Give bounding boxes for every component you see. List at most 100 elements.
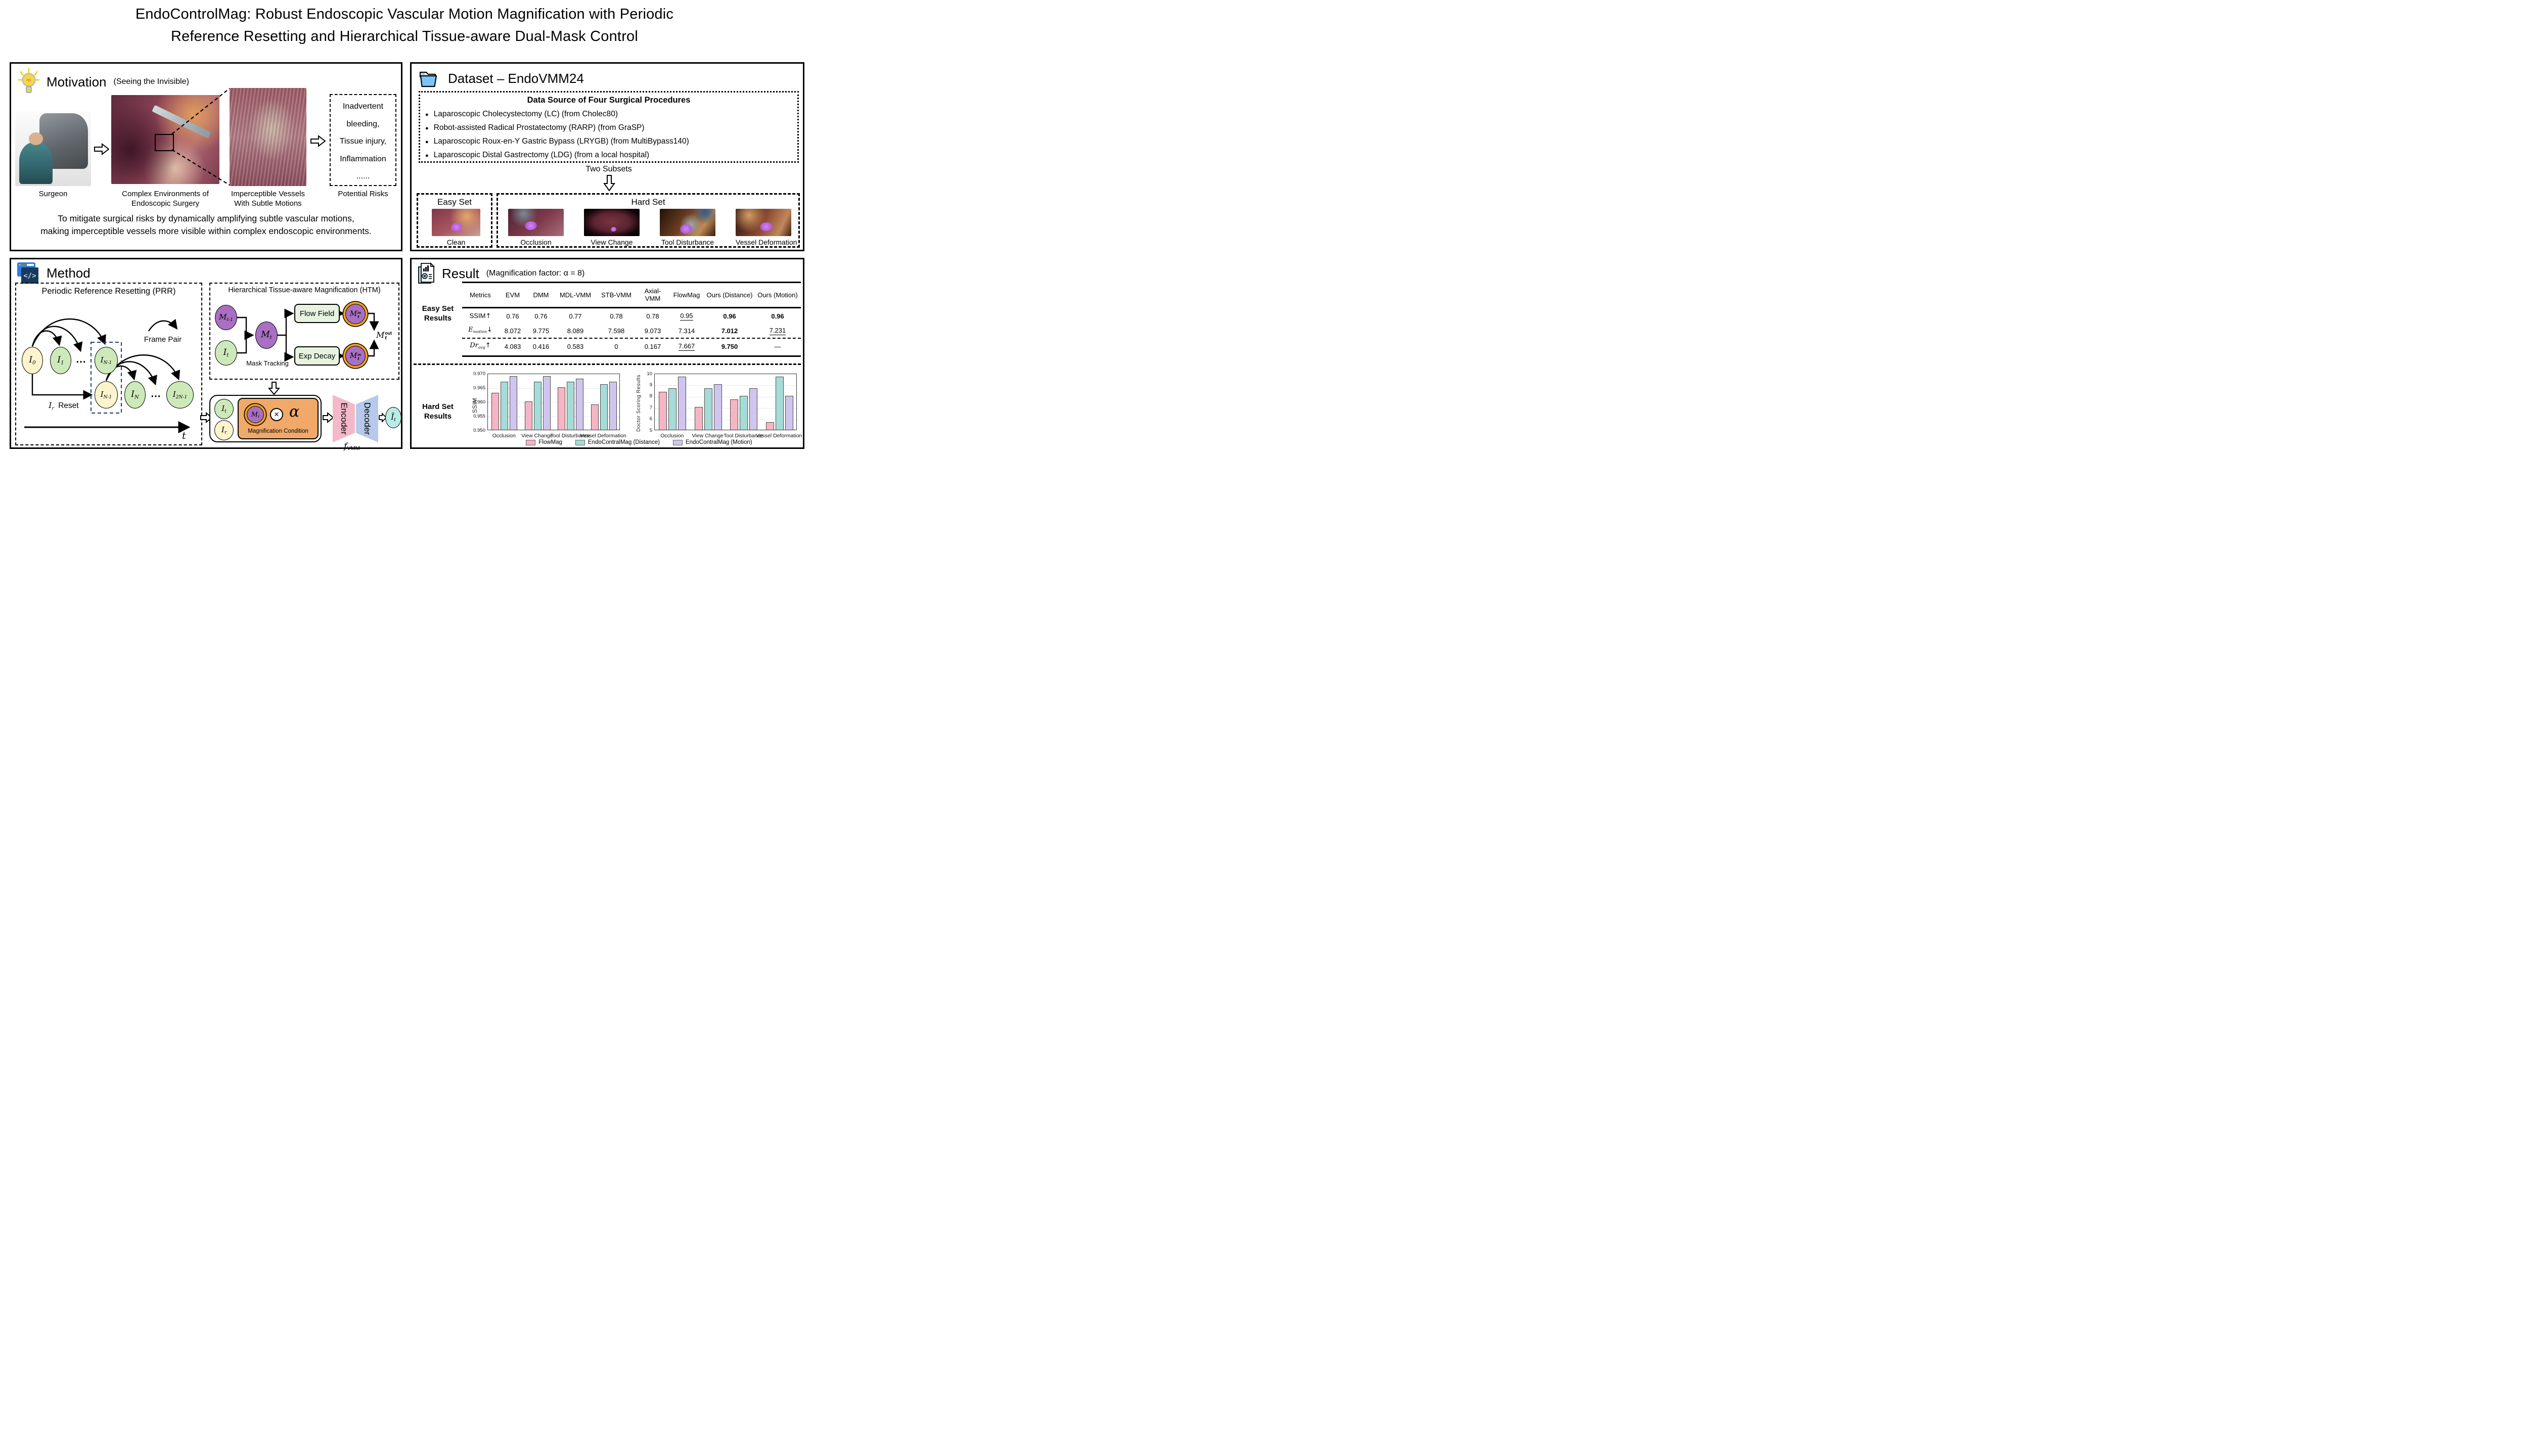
- motivation-caption-line2: making imperceptible vessels more visibl…: [40, 226, 372, 236]
- motivation-caption-line1: To mitigate surgical risks by dynamicall…: [58, 213, 354, 223]
- arrow-down-icon: [603, 175, 616, 191]
- risk-line: Inflammation: [340, 154, 386, 163]
- ellipsis: ⋯: [151, 391, 161, 402]
- bar-endocontralmag-motion--view-change: [713, 384, 722, 430]
- sample-photo-vessel-deformation: [736, 209, 791, 236]
- easy-set-results-line1: Easy Set: [422, 304, 454, 313]
- arrow-down-icon: [268, 382, 280, 395]
- bar-flowmag-tool-disturbance: [558, 387, 566, 430]
- vessel-mask-highlight: [760, 222, 773, 232]
- easy-hard-divider: [414, 363, 801, 365]
- result-heading: Result: [442, 265, 479, 281]
- vessels-label: Imperceptible Vessels With Subtle Motion…: [222, 189, 313, 208]
- y-tick-label: 7: [649, 404, 652, 411]
- table-value-cell: 7.012: [721, 327, 738, 335]
- metric-cell: SSIM↑: [469, 312, 491, 320]
- y-tick-label: 5: [649, 427, 652, 433]
- mask-node-Mt-1: Mt-1: [215, 305, 237, 330]
- table-rule: [462, 338, 801, 339]
- pipeline-node-Mt: Mt: [247, 406, 264, 423]
- table-value-cell: 8.072: [504, 327, 521, 335]
- category-label: Occlusion: [492, 433, 516, 439]
- clean-label: Clean: [446, 238, 466, 246]
- vessel-mask-highlight: [451, 223, 462, 232]
- table-rule: [462, 307, 801, 308]
- y-tick-label: 6: [649, 416, 652, 422]
- dataset-panel: Dataset – EndoVMM24 Data Source of Four …: [410, 62, 804, 251]
- risk-line: Inadvertent: [342, 102, 384, 111]
- bar-endocontralmag-distance--view-change: [533, 381, 541, 430]
- dataset-header: Dataset – EndoVMM24: [418, 69, 584, 88]
- bar-endocontralmag-motion--view-change: [543, 376, 551, 430]
- legend-label: EndoContralMag (Motion): [685, 439, 752, 445]
- table-value-cell: —: [774, 342, 781, 350]
- risk-line: bleeding,: [346, 119, 380, 128]
- data-source-item: ●Robot-assisted Radical Prostatectomy (R…: [420, 121, 797, 135]
- motivation-subheading: (Seeing the Invisible): [113, 77, 189, 86]
- table-value-cell: 0.78: [610, 312, 623, 320]
- bar-flowmag-view-change: [694, 407, 703, 430]
- bar-flowmag-occlusion: [659, 392, 667, 430]
- data-source-text: Laparoscopic Cholecystectomy (LC) (from …: [433, 110, 618, 118]
- frame-node-I0: I0: [22, 347, 43, 374]
- data-source-title: Data Source of Four Surgical Procedures: [527, 96, 691, 105]
- pipeline-node-Ir: Ir: [214, 420, 234, 440]
- table-value-cell: 0.77: [569, 312, 582, 320]
- vessel-mask-highlight: [525, 221, 537, 231]
- doctor-plot-area: [654, 374, 797, 430]
- data-source-list: ● Laparoscopic Cholecystectomy (LC) (from…: [420, 108, 797, 162]
- table-header-cell: Ours (Distance): [706, 291, 753, 299]
- table-value-cell: 7.314: [678, 327, 695, 335]
- arrow-right-icon: [94, 143, 109, 156]
- vessel-mask-highlight: [610, 226, 616, 232]
- table-header-cell: MDL-VMM: [559, 291, 592, 299]
- y-tick-label: 0.955: [473, 413, 485, 419]
- y-tick-label: 0.960: [473, 399, 485, 405]
- hard-set-results-line1: Hard Set: [422, 402, 454, 411]
- pipeline-node-It: It: [214, 399, 234, 419]
- table-header-cell: Ours (Motion): [757, 291, 798, 299]
- paper-title-line1: EndoControlMag: Robust Endoscopic Vascul…: [135, 6, 674, 22]
- frame-node-IN: IN: [124, 381, 146, 408]
- bullet-icon: ●: [425, 125, 429, 131]
- gridline: [655, 385, 796, 386]
- hard-set-box: Hard Set Occlusion View Change Tool Dist…: [496, 193, 800, 248]
- reset-label: Ir Reset: [49, 401, 79, 412]
- prr-title: Periodic Reference Resetting (PRR): [41, 287, 176, 296]
- table-value-cell: 0.76: [506, 312, 519, 320]
- y-tick-label: 0.965: [473, 385, 485, 391]
- category-label: Occlusion: [660, 433, 684, 439]
- category-label: View Change: [521, 433, 553, 439]
- frame-node-IN-1: IN-1: [95, 347, 118, 374]
- bar-endocontralmag-motion--vessel-deformation: [785, 395, 793, 430]
- frame-node-IN-1-reset: IN-1: [95, 381, 118, 408]
- fvmm-label: fVMM: [344, 441, 360, 451]
- hard-set-label: Hard Set: [631, 197, 665, 207]
- y-tick-label: 9: [649, 382, 652, 388]
- easy-set-box: Easy Set Clean: [417, 193, 492, 248]
- legend-item: FlowMag: [526, 439, 562, 445]
- vessel-mask-highlight: [680, 224, 692, 234]
- table-value-cell: 0.167: [644, 342, 661, 350]
- risk-line: Tissue injury,: [339, 137, 387, 146]
- alpha-symbol: α: [289, 403, 300, 421]
- result-panel: Result (Magnification factor: α = 8) Eas…: [410, 258, 804, 449]
- motivation-heading: Motivation: [47, 74, 107, 89]
- htm-title: Hierarchical Tissue-aware Magnification …: [228, 286, 381, 294]
- report-icon: [417, 262, 436, 285]
- y-tick-label: 0.950: [473, 427, 485, 433]
- bar-endocontralmag-motion--occlusion: [678, 377, 687, 430]
- sample-photo-clean: [432, 209, 480, 236]
- table-value-cell: 0.95: [680, 311, 693, 321]
- code-window-icon: </>: [16, 261, 40, 285]
- arrow-right-icon: [323, 412, 334, 423]
- table-value-cell: 0.96: [723, 312, 736, 320]
- bar-endocontralmag-motion--vessel-deformation: [609, 381, 617, 430]
- table-header-cell: EVM: [505, 291, 520, 299]
- paper-title: EndoControlMag: Robust Endoscopic Vascul…: [0, 3, 809, 48]
- sample-photo-view-change: [584, 209, 640, 236]
